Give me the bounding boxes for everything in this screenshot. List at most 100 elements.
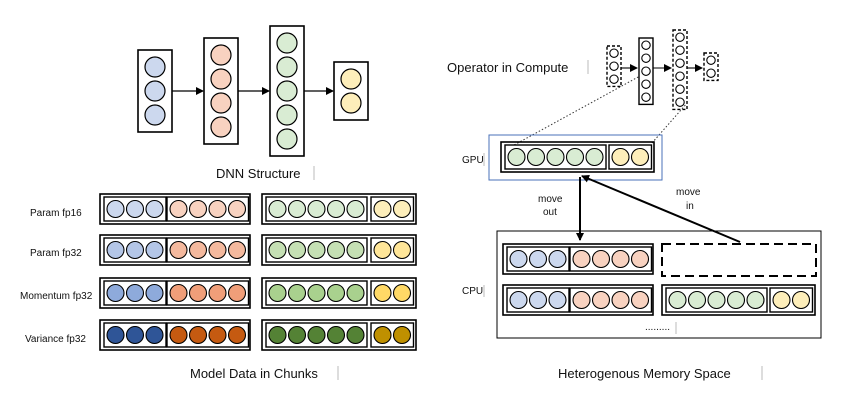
chunk-circle <box>611 249 630 269</box>
dnn-neuron <box>210 92 232 114</box>
chunk-circle <box>268 325 287 345</box>
chunk-circle <box>307 283 326 303</box>
operator-label: Operator in Compute <box>447 60 568 75</box>
chunk-circle <box>591 249 611 269</box>
dnn-neuron <box>276 32 298 54</box>
chunk-circle <box>373 283 392 303</box>
chunk-circle <box>572 249 591 269</box>
chunk-circle <box>208 283 227 303</box>
operator-neuron <box>706 55 716 65</box>
chunks-title: Model Data in Chunks <box>190 366 318 381</box>
dnn-structure: DNN Structure <box>137 25 369 181</box>
gpu-box <box>488 134 663 181</box>
chunk-circle <box>287 240 307 260</box>
chunk-circle <box>687 290 707 310</box>
chunk-circle <box>507 147 526 167</box>
chunk-circle <box>188 283 208 303</box>
dnn-neuron <box>340 92 362 114</box>
move-in-label-line2: in <box>686 201 694 212</box>
chunk-circle <box>668 290 687 310</box>
chunk-circle <box>572 290 591 310</box>
operator-neuron <box>641 53 651 63</box>
gpu-label: GPU <box>462 155 484 166</box>
chunk-circle <box>227 325 247 345</box>
operator-neuron <box>641 40 651 50</box>
dnn-neuron <box>144 104 166 126</box>
chunk-circle <box>227 283 247 303</box>
chunk-circle <box>373 199 392 219</box>
chunk-circle <box>392 199 412 219</box>
chunk-outer-left <box>99 193 251 225</box>
chunk-circle <box>106 283 125 303</box>
chunk-circle <box>169 240 188 260</box>
chunk-circle <box>287 199 307 219</box>
operator-neuron <box>641 92 651 102</box>
cpu-empty-slot <box>661 243 817 277</box>
chunk-circle <box>392 240 412 260</box>
dnn-neuron <box>210 68 232 90</box>
chunk-circle <box>548 249 567 269</box>
gpu-chunk <box>500 141 655 173</box>
chunk-circle <box>585 147 604 167</box>
chunk-circle <box>106 199 125 219</box>
chunk-outer-right <box>261 277 417 309</box>
operator-neuron <box>675 71 685 81</box>
chunk-circle <box>169 199 188 219</box>
chunk-circle <box>346 283 365 303</box>
chunk-circle <box>188 199 208 219</box>
chunk-circle <box>373 325 392 345</box>
row-label-variance-fp32: Variance fp32 <box>25 334 86 345</box>
chunk-segment <box>370 322 415 348</box>
chunk-circle <box>268 283 287 303</box>
cpu-ellipsis: ......... <box>645 322 670 333</box>
operator-neuron <box>675 84 685 94</box>
chunk-circle <box>326 283 346 303</box>
chunk-circle <box>307 240 326 260</box>
chunk-circle <box>373 240 392 260</box>
chunk-circle <box>208 240 227 260</box>
operator-neuron <box>706 68 716 78</box>
projection-line-right <box>651 101 689 144</box>
chunk-circle <box>125 325 145 345</box>
chunk-circle <box>565 147 585 167</box>
chunk-circle <box>326 199 346 219</box>
chunk-circle <box>125 240 145 260</box>
chunk-circle <box>392 283 412 303</box>
cpu-chunk-outer <box>502 284 654 316</box>
chunk-outer-right <box>261 193 417 225</box>
operator-neuron <box>675 58 685 68</box>
dnn-neuron <box>210 116 232 138</box>
cpu-box <box>496 230 822 339</box>
move-out-label-line2: out <box>543 207 557 218</box>
move-in-arrow <box>581 175 741 243</box>
dnn-layers <box>137 25 369 157</box>
chunk-circle <box>287 325 307 345</box>
chunk-outer-left <box>99 319 251 351</box>
dnn-neuron <box>276 104 298 126</box>
chunk-circle <box>509 249 528 269</box>
operator-neuron <box>675 45 685 55</box>
chunk-circle <box>509 290 528 310</box>
chunk-circle <box>526 147 546 167</box>
dnn-structure-title: DNN Structure <box>216 166 301 181</box>
chunk-circle <box>227 199 247 219</box>
move-out-label-line1: move <box>538 194 563 205</box>
chunk-circle <box>746 290 765 310</box>
chunk-outer-left <box>99 277 251 309</box>
gpu-chunk-outer <box>500 141 655 173</box>
chunk-circle <box>726 290 746 310</box>
memory-space: Operator in Compute GPU move out move in… <box>447 29 822 381</box>
projection-line-left <box>504 75 641 151</box>
row-label-momentum-fp32: Momentum fp32 <box>20 291 93 302</box>
chunk-circle <box>791 290 811 310</box>
row-label-param-fp32: Param fp32 <box>30 248 82 259</box>
chunk-circle <box>611 290 630 310</box>
chunk-circle <box>307 325 326 345</box>
move-in-label-line1: move <box>676 187 701 198</box>
cpu-chunks <box>502 243 816 316</box>
dnn-neuron <box>276 128 298 150</box>
chunk-circle <box>106 325 125 345</box>
chunk-outer-right <box>261 234 417 266</box>
chunk-circle <box>307 199 326 219</box>
